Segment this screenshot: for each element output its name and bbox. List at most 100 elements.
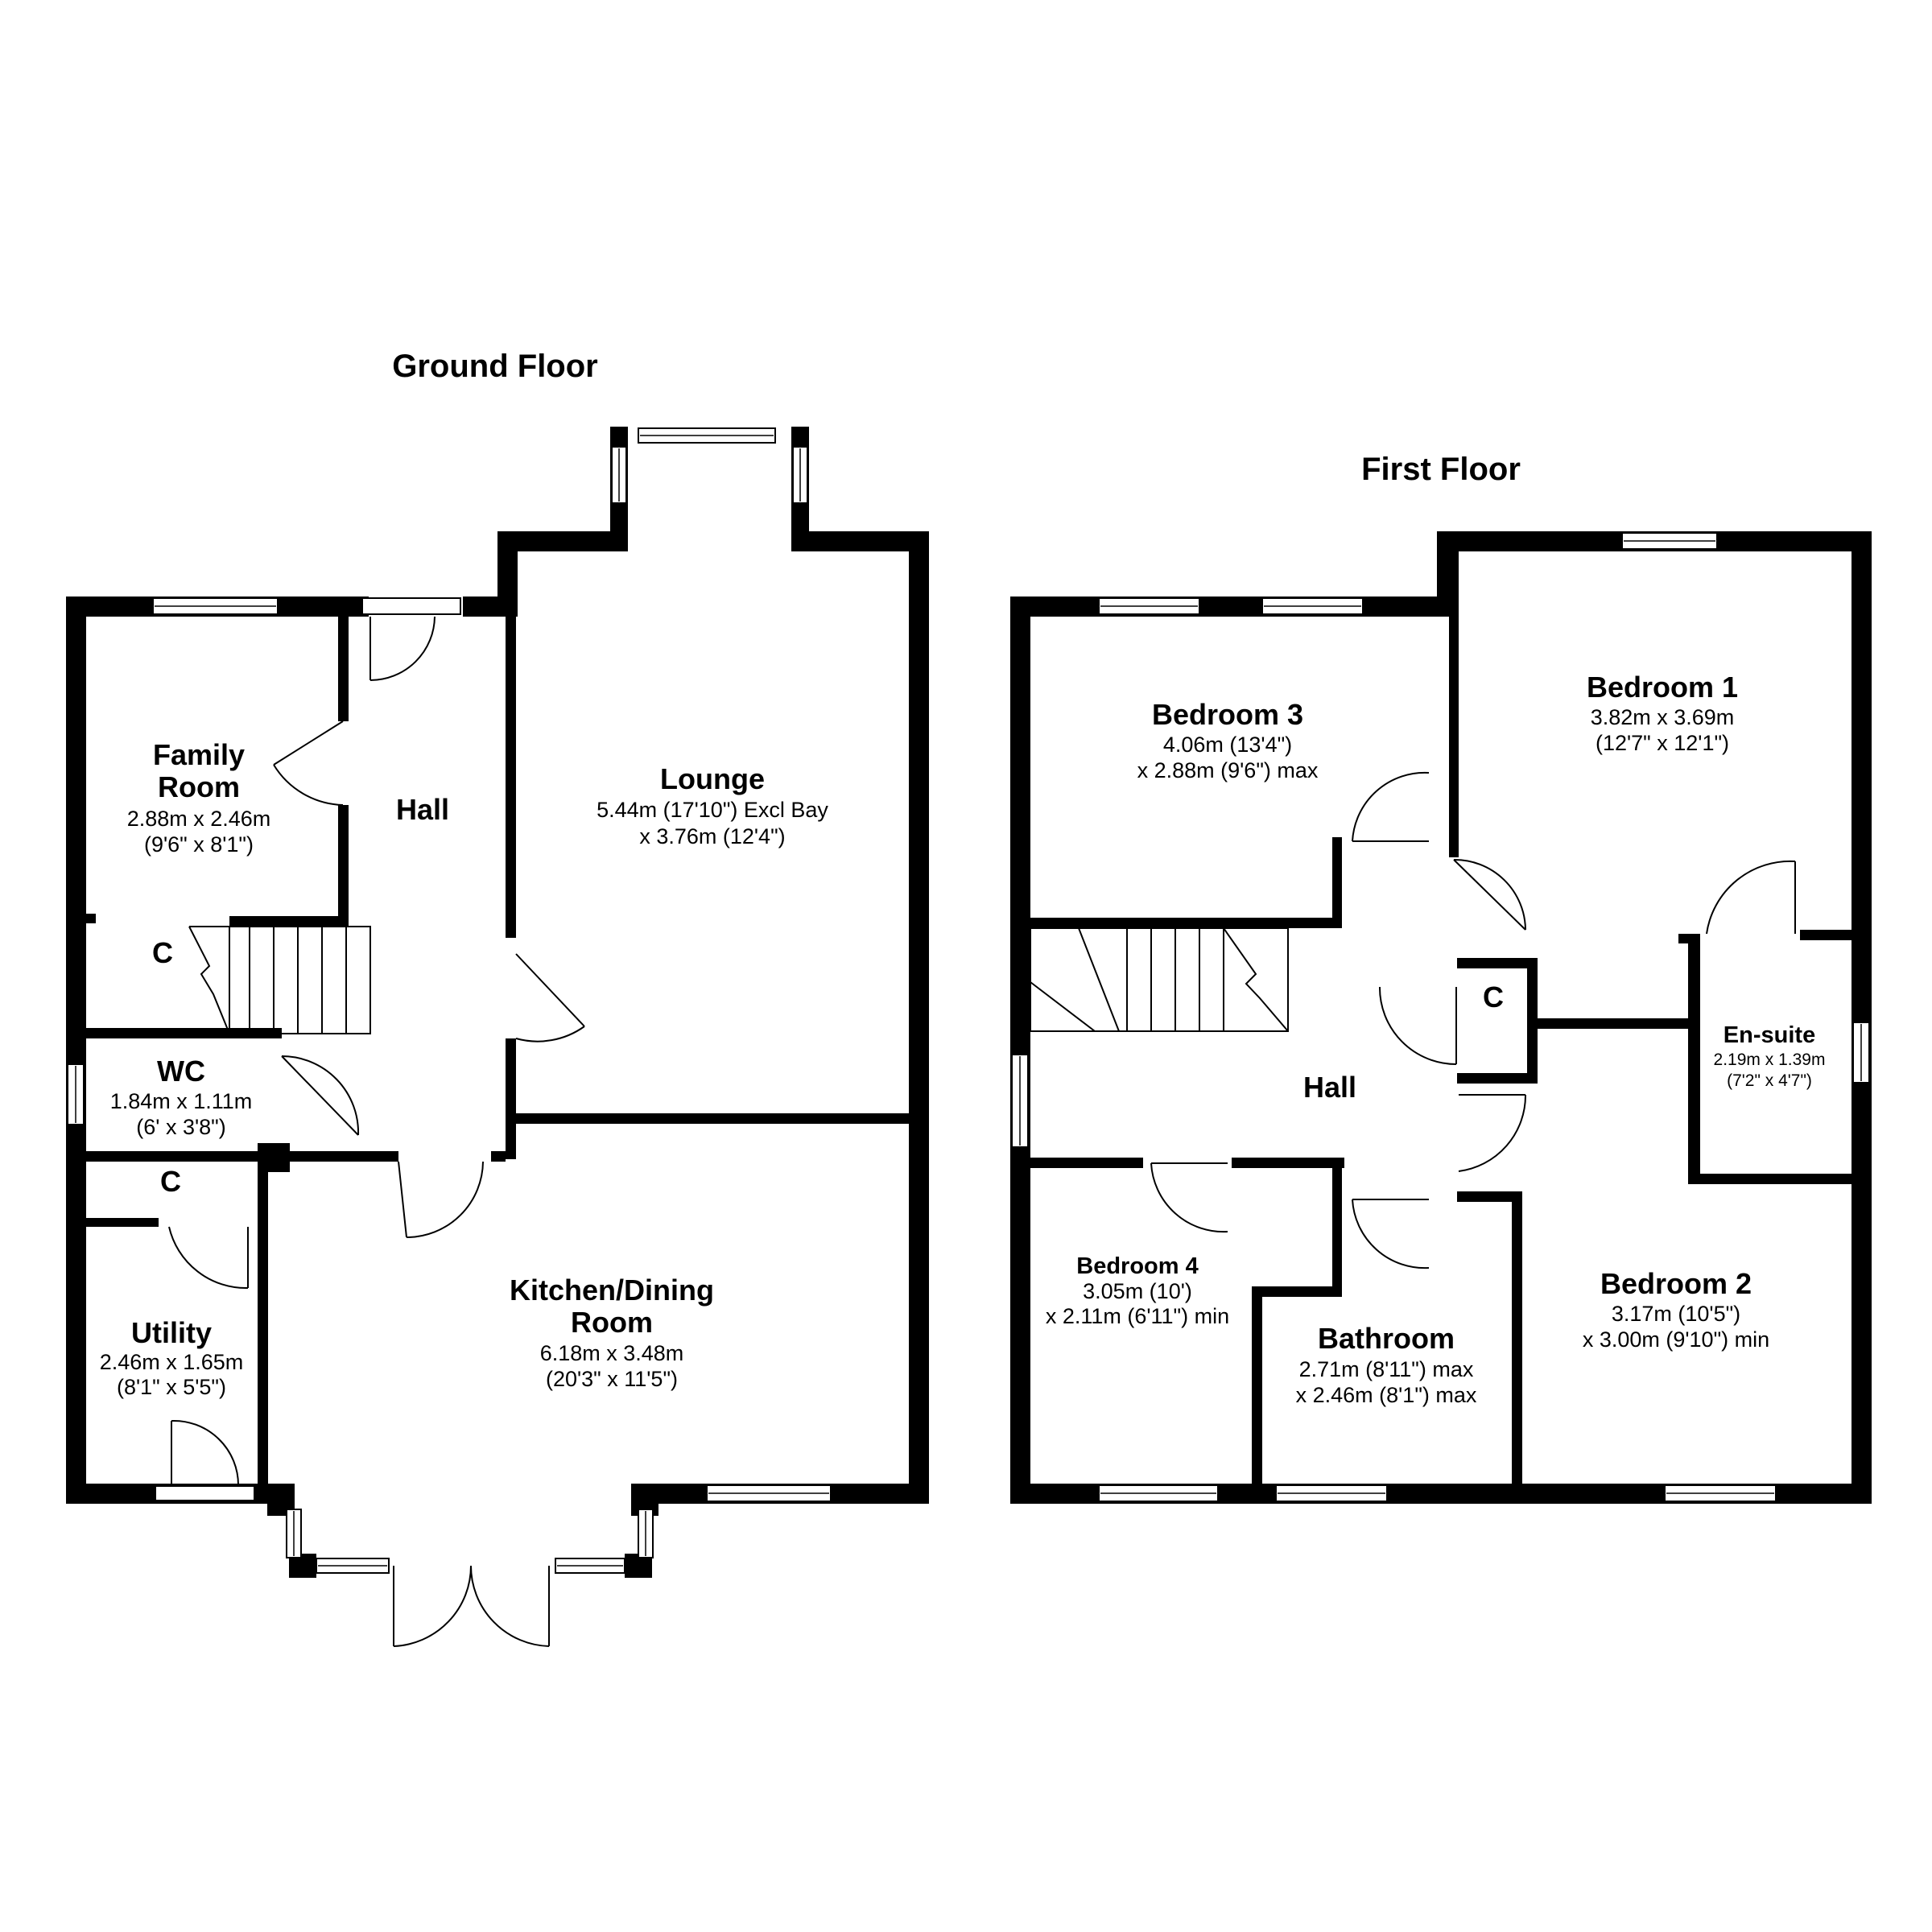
bedroom1-dimensions: 3.82m x 3.69m <box>1591 705 1735 729</box>
door <box>168 1226 249 1290</box>
wall <box>1030 918 1340 928</box>
wall <box>1527 1018 1688 1029</box>
wall <box>497 531 628 551</box>
ground-floor-title: Ground Floor <box>392 349 598 384</box>
wall <box>791 531 929 551</box>
first-floor-title: First Floor <box>1361 452 1521 487</box>
window <box>1275 1484 1388 1502</box>
wall <box>1512 1191 1522 1488</box>
wall <box>338 805 349 922</box>
door <box>1458 1094 1527 1172</box>
wall <box>86 1151 281 1162</box>
utility-name: Utility <box>131 1316 212 1349</box>
wall <box>1010 597 1030 1504</box>
bedroom4-dimensions: x 2.11m (6'11") min <box>1046 1304 1229 1328</box>
window <box>1621 532 1718 550</box>
family-room-dimensions: (9'6" x 8'1") <box>144 832 254 857</box>
hall-name: Hall <box>396 793 449 826</box>
wall <box>1449 551 1459 857</box>
wall <box>516 1113 909 1124</box>
door <box>515 953 585 1042</box>
wall <box>1030 1158 1143 1168</box>
bedroom3-name: Bedroom 3 <box>1152 698 1303 731</box>
wall <box>1010 597 1457 617</box>
wall <box>258 1162 268 1484</box>
window <box>1261 597 1364 615</box>
wc-name: WC <box>157 1055 205 1088</box>
wall <box>338 617 349 721</box>
door <box>273 720 344 806</box>
wall <box>1252 1286 1262 1488</box>
window <box>361 597 461 615</box>
family-room-name: Room <box>158 770 240 803</box>
window <box>1664 1484 1777 1502</box>
door <box>1453 858 1526 931</box>
first-floor-doors <box>1150 771 1796 1269</box>
utility-dimensions: 2.46m x 1.65m <box>100 1350 244 1374</box>
first-floor-windows <box>1011 532 1870 1502</box>
lounge-name: Lounge <box>660 762 765 795</box>
bedroom2-dimensions: x 3.00m (9'10") min <box>1583 1327 1769 1352</box>
wall <box>86 1218 159 1227</box>
cupboard-label: C <box>152 936 173 969</box>
wall <box>1252 1286 1342 1297</box>
wall <box>1457 1191 1521 1202</box>
door <box>1706 860 1796 935</box>
wall <box>491 1151 506 1162</box>
window <box>286 1509 302 1558</box>
window <box>638 1509 654 1558</box>
wc-dimensions: 1.84m x 1.11m <box>110 1089 253 1113</box>
bedroom2-name: Bedroom 2 <box>1600 1267 1752 1300</box>
ensuite-name: En-suite <box>1724 1022 1815 1048</box>
wall <box>1678 934 1695 943</box>
kitchen-dining-dimensions: (20'3" x 11'5") <box>546 1367 678 1391</box>
bedroom3-dimensions: 4.06m (13'4") <box>1163 733 1292 757</box>
window <box>1098 1484 1219 1502</box>
door <box>171 1419 239 1486</box>
family-room-name: Family <box>153 738 245 771</box>
ground-floor-stairs <box>188 926 371 1034</box>
wall <box>66 597 86 1504</box>
hall-name: Hall <box>1303 1071 1356 1104</box>
kitchen-dining-name: Room <box>571 1306 653 1339</box>
bathroom-dimensions: x 2.46m (8'1") max <box>1296 1383 1477 1407</box>
first-floor-stairs <box>1030 927 1289 1032</box>
door <box>1352 1199 1430 1269</box>
bedroom4-dimensions: 3.05m (10') <box>1083 1279 1192 1303</box>
wall <box>506 551 516 938</box>
wall <box>1232 1158 1344 1168</box>
window <box>67 1063 85 1125</box>
ensuite-dimensions: 2.19m x 1.39m <box>1714 1051 1826 1069</box>
cupboard-label: C <box>160 1165 181 1198</box>
window <box>611 446 627 504</box>
door <box>393 1565 473 1647</box>
bedroom2-dimensions: 3.17m (10'5") <box>1612 1302 1740 1326</box>
door <box>369 616 436 681</box>
window <box>1852 1022 1870 1084</box>
ground-floor-labels: Ground Floor Family Room 2.88m x 2.46m (… <box>100 349 829 1399</box>
lounge-dimensions: x 3.76m (12'4") <box>639 824 785 848</box>
lounge-dimensions: 5.44m (17'10") Excl Bay <box>597 798 828 822</box>
first-floor-labels: First Floor Bedroom 3 4.06m (13'4") x 2.… <box>1046 452 1826 1407</box>
window <box>792 446 808 504</box>
family-room-dimensions: 2.88m x 2.46m <box>127 807 271 831</box>
bedroom3-dimensions: x 2.88m (9'6") max <box>1137 758 1319 782</box>
ground-floor-doors <box>168 616 585 1647</box>
wall <box>229 916 349 927</box>
ground-floor-windows <box>67 427 832 1574</box>
bedroom1-dimensions: (12'7" x 12'1") <box>1596 731 1729 755</box>
first-floor-plan: First Floor Bedroom 3 4.06m (13'4") x 2.… <box>1010 452 1872 1504</box>
window <box>155 1485 255 1501</box>
wall <box>86 1028 282 1038</box>
door <box>1352 771 1430 842</box>
utility-dimensions: (8'1" x 5'5") <box>117 1375 226 1399</box>
wall <box>86 914 96 923</box>
window <box>706 1484 832 1502</box>
window <box>555 1558 625 1574</box>
door <box>281 1055 360 1136</box>
wall <box>1457 1073 1538 1084</box>
window <box>1098 597 1200 615</box>
wc-dimensions: (6' x 3'8") <box>136 1115 225 1139</box>
wall <box>1852 531 1872 1504</box>
window <box>152 597 279 615</box>
